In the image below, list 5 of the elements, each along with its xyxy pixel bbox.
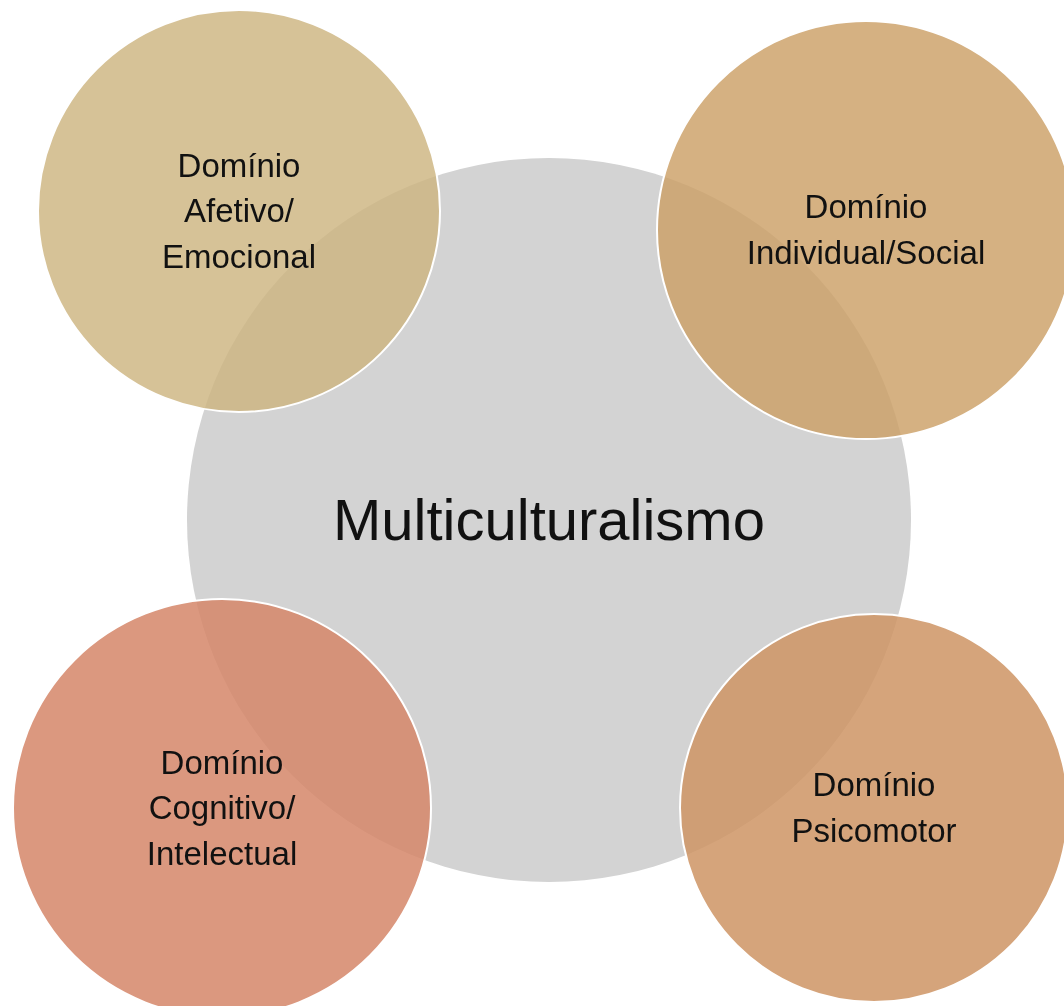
central-label: Multiculturalismo [333,486,765,554]
circle-label: Domínio Individual/Social [745,187,987,273]
circle-label: Domínio Psicomotor [790,765,958,851]
circle-label: Domínio Cognitivo/ Intelectual [145,742,299,874]
circle-label: Domínio Afetivo/ Emocional [160,145,318,277]
